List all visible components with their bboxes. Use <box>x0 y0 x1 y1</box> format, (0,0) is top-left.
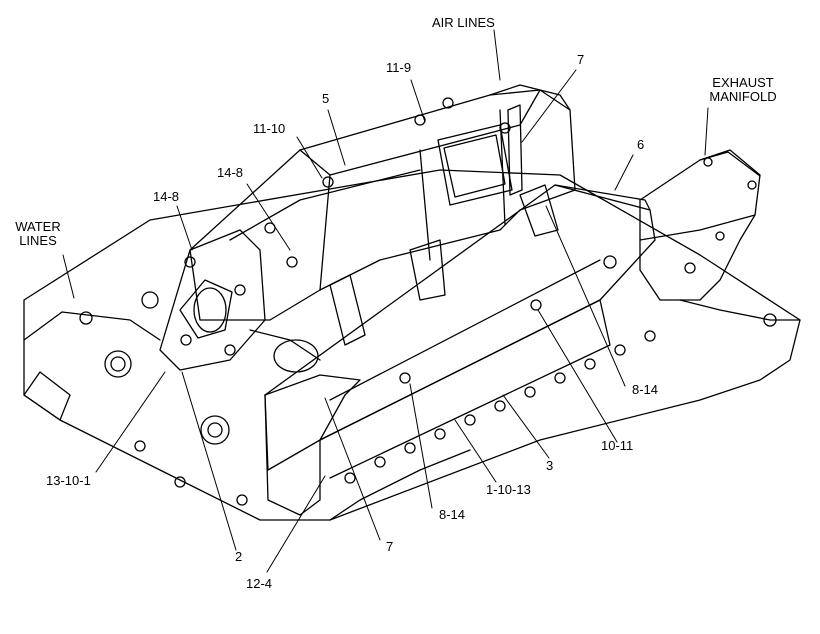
exhaust-manifold-label-line1: EXHAUST <box>712 75 774 90</box>
end-plate <box>159 229 321 373</box>
exhaust-manifold-label: EXHAUST MANIFOLD <box>708 76 778 104</box>
callout-13-10-1: 13-10-1 <box>46 473 91 488</box>
callout-11-9: 11-9 <box>386 60 412 75</box>
callout-8-14-right: 8-14 <box>632 382 659 397</box>
callout-8-14-bottom: 8-14 <box>439 507 466 522</box>
water-lines-label: WATER LINES <box>10 220 66 248</box>
callout-11-10: 11-10 <box>253 121 286 136</box>
leader-lines <box>62 29 709 573</box>
callout-12-4: 12-4 <box>246 576 273 591</box>
head-bolt-row <box>344 330 656 484</box>
heat-shield <box>264 184 656 516</box>
support-brackets <box>329 104 559 346</box>
water-lines-label-line2: LINES <box>19 233 57 248</box>
callout-1-10-13: 1-10-13 <box>486 482 531 497</box>
callout-14-8-left: 14-8 <box>153 189 180 204</box>
water-lines-label-line1: WATER <box>15 219 61 234</box>
callout-10-11: 10-11 <box>601 438 634 453</box>
callout-2: 2 <box>235 549 243 564</box>
cylinder-head-block <box>23 169 801 521</box>
callout-3: 3 <box>546 458 554 473</box>
exhaust-manifold <box>639 149 801 327</box>
air-lines-label: AIR LINES <box>432 15 495 30</box>
callout-6: 6 <box>637 137 645 152</box>
callout-7-top: 7 <box>577 52 585 67</box>
callout-5: 5 <box>322 91 330 106</box>
callout-14-8-upper: 14-8 <box>217 165 244 180</box>
callout-7-bottom: 7 <box>386 539 394 554</box>
exhaust-manifold-label-line2: MANIFOLD <box>709 89 777 104</box>
